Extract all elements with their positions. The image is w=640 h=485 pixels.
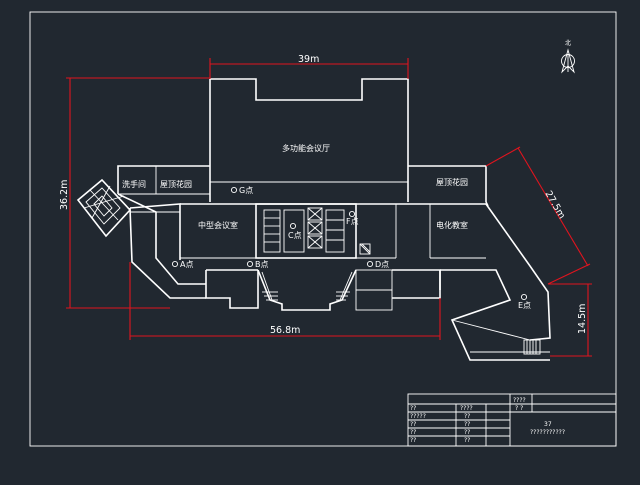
marker-a-label: A点 (180, 260, 193, 269)
marker-a-icon (171, 260, 179, 268)
stair-bottom-mid (336, 291, 350, 301)
tb-r6-c1: ?? (410, 429, 416, 436)
marker-d: D点 (366, 260, 389, 269)
tb-r4-c1: ????? (410, 413, 426, 420)
tb-r1-c4: ???? (513, 397, 526, 404)
marker-b-label: B点 (255, 260, 269, 269)
sheet-frame (29, 11, 617, 447)
tb-sheet-title: ??????????? (530, 429, 565, 436)
title-block: ???? ? ? ?? ???? ????? ?? ?? ?? ?? ?? ??… (407, 393, 617, 447)
marker-e-icon (520, 293, 528, 301)
marker-b-icon (246, 260, 254, 268)
tb-r4-c2: ?? (464, 413, 470, 420)
tb-r3-c2: ???? (460, 405, 473, 412)
dimension-left-label: 36.2m (59, 180, 70, 210)
marker-b: B点 (246, 260, 269, 269)
tb-sheet-no: 37 (544, 421, 552, 428)
room-roof-garden-right: 屋顶花园 (436, 177, 468, 187)
north-label: 北 (565, 39, 571, 47)
tb-r3-c1: ?? (410, 405, 416, 412)
marker-g: G点 (230, 186, 253, 195)
stair-bottom-right (523, 339, 541, 355)
dimension-left: 36.2m (59, 77, 210, 309)
marker-d-icon (366, 260, 374, 268)
room-roof-garden-left: 屋顶花园 (160, 179, 192, 189)
marker-f-label: F点 (346, 217, 359, 226)
tb-r6-c2: ?? (464, 429, 470, 436)
dimension-top: 39m (209, 54, 409, 79)
room-washroom: 洗手间 (122, 179, 146, 189)
dimension-right-label: 14.5m (577, 304, 588, 334)
tb-r2-c4: ? ? (515, 405, 523, 412)
room-medium-meeting: 中型会议室 (198, 220, 238, 230)
dimension-top-label: 39m (298, 54, 319, 65)
lattice-planter (76, 178, 132, 238)
room-electronic-classroom: 电化教室 (436, 220, 468, 230)
dimension-right: 14.5m (548, 283, 592, 357)
dimension-diagonal-label: 27.5m (542, 189, 567, 221)
tb-r5-c2: ?? (464, 421, 470, 428)
dimension-diagonal: 27.5m (485, 146, 591, 285)
building-outline (76, 78, 551, 361)
tb-r7-c1: ?? (410, 437, 416, 444)
marker-c-label: C点 (288, 231, 302, 240)
north-arrow-icon: 北 (561, 39, 575, 74)
vertical-core (255, 203, 371, 259)
dimension-bottom-label: 56.8m (270, 325, 300, 336)
marker-g-label: G点 (239, 186, 253, 195)
marker-a: A点 (171, 260, 193, 269)
marker-d-label: D点 (375, 260, 389, 269)
tb-r7-c2: ?? (464, 437, 470, 444)
tb-r5-c1: ?? (410, 421, 416, 428)
marker-f: F点 (346, 210, 359, 226)
marker-c-icon (289, 222, 297, 230)
dimension-bottom: 56.8m (129, 262, 441, 340)
marker-e: E点 (518, 293, 531, 310)
marker-f-icon (348, 210, 356, 218)
marker-c: C点 (288, 222, 302, 240)
marker-g-icon (230, 186, 238, 194)
stair-bottom-left (262, 291, 278, 301)
room-multipurpose-hall: 多功能会议厅 (282, 143, 330, 153)
marker-e-label: E点 (518, 301, 531, 310)
